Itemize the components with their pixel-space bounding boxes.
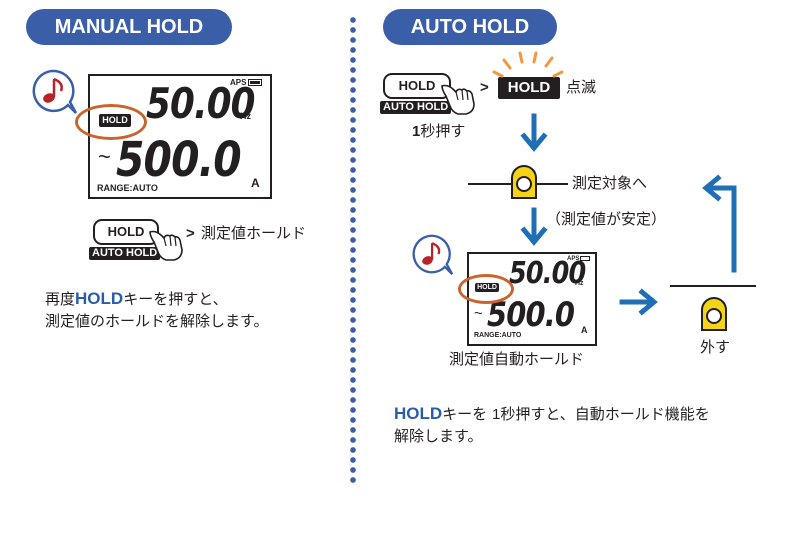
auto-description-line1: HOLDキーを 1秒押すと、自動ホールド機能を [394, 404, 710, 423]
auto-hold-sub-label: AUTO HOLD [380, 101, 452, 114]
manual-action-text: 測定値ホールド [201, 224, 307, 242]
pointing-hand-icon [441, 84, 475, 115]
auto-lcd-caption: 測定値自動ホールド [449, 350, 585, 368]
ac-tilde: ~ [98, 144, 111, 169]
arrow-down-icon [520, 207, 548, 246]
hold-key-label: HOLD [394, 404, 443, 423]
frequency-unit: Hz [575, 280, 584, 287]
frequency-value: 50.00 [509, 256, 586, 291]
pointing-hand-icon [149, 230, 183, 261]
manual-description-line1: 再度HOLDキーを押すと、 [45, 289, 228, 308]
auto-description-line2: 解除します。 [394, 427, 483, 445]
arrow-up-return-icon [702, 174, 737, 273]
auto-step-arrow: > [480, 79, 489, 96]
blink-text: 点滅 [566, 78, 597, 96]
clamp-icon [468, 165, 568, 199]
arrow-down-icon [520, 113, 548, 152]
current-value: 500.0 [116, 132, 242, 188]
hold-highlight-ring [75, 104, 147, 140]
range-label: RANGE:AUTO [474, 332, 522, 339]
auto-hold-title: AUTO HOLD [383, 9, 557, 45]
measure-target-text: 測定対象へ [572, 174, 648, 192]
aps-label: APS [567, 256, 580, 262]
manual-action-arrow: > [186, 225, 195, 242]
battery-icon [248, 79, 262, 86]
current-value: 500.0 [487, 295, 575, 335]
battery-icon [580, 256, 590, 261]
stable-text: （測定値が安定） [546, 210, 667, 228]
range-label: RANGE:AUTO [97, 183, 158, 193]
aps-label: APS [230, 78, 247, 87]
music-note-icon [412, 234, 454, 275]
blink-burst-icon [492, 51, 564, 78]
press-instruction: 1秒押す [412, 122, 466, 140]
hold-highlight-ring [458, 274, 514, 304]
hold-key-label: HOLD [75, 289, 124, 308]
manual-description-line2: 測定値のホールドを解除します。 [45, 312, 269, 330]
current-unit: A [581, 325, 588, 335]
clamp-icon [670, 285, 756, 331]
remove-text: 外す [700, 338, 731, 356]
frequency-value: 50.00 [146, 79, 256, 128]
arrow-right-icon [619, 288, 658, 316]
blinking-hold-indicator: HOLD [498, 77, 560, 99]
manual-hold-button[interactable]: HOLD [93, 219, 159, 245]
manual-hold-title: MANUAL HOLD [26, 9, 232, 45]
music-note-icon [32, 69, 78, 114]
auto-hold-label: AUTO HOLD [89, 247, 161, 260]
frequency-unit: Hz [240, 111, 251, 121]
column-divider [350, 15, 356, 485]
current-unit: A [251, 176, 260, 190]
ac-tilde: ~ [474, 305, 483, 322]
